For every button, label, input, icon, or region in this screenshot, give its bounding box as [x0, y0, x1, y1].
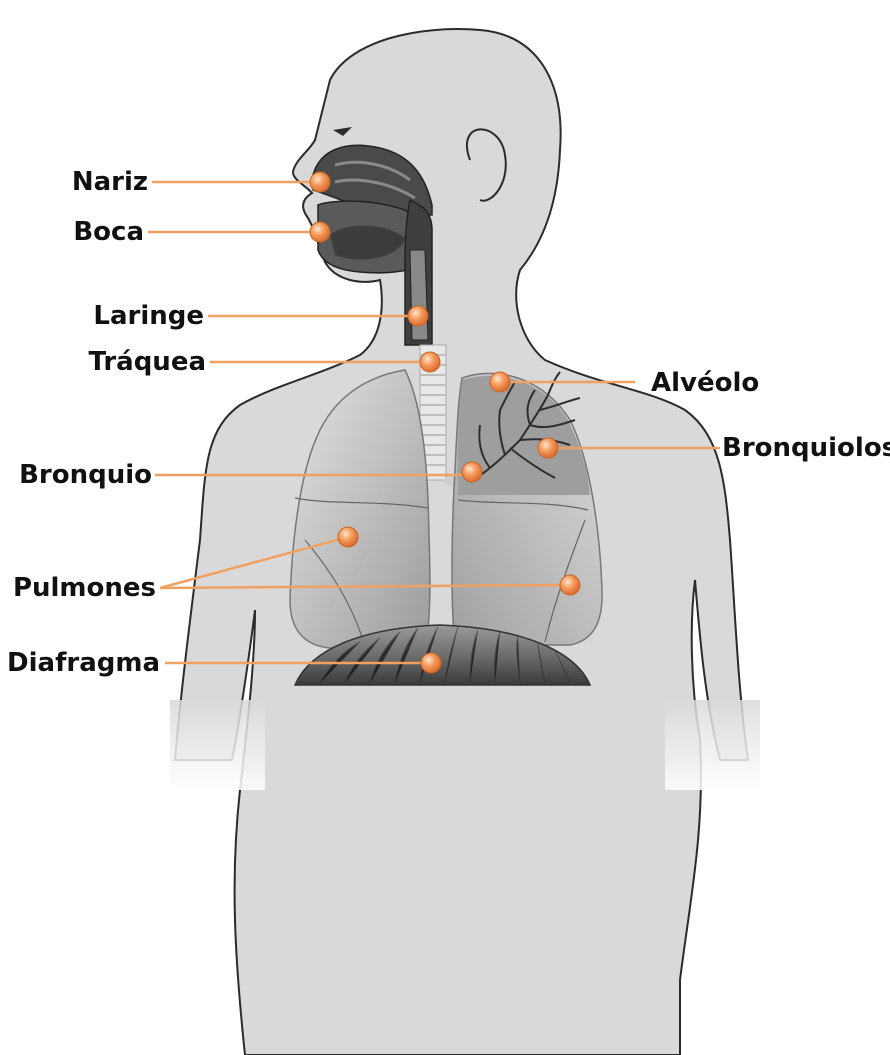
- marker-bronquio: [462, 462, 482, 482]
- marker-pulmon-der: [560, 575, 580, 595]
- label-traquea: Tráquea: [60, 347, 206, 377]
- label-laringe: Laringe: [60, 301, 204, 331]
- marker-boca: [310, 222, 330, 242]
- left-arm-fade: [170, 700, 265, 790]
- label-boca: Boca: [48, 217, 144, 247]
- right-arm-fade: [665, 700, 760, 790]
- marker-laringe: [408, 306, 428, 326]
- marker-traquea: [420, 352, 440, 372]
- label-bronquiolos: Bronquiolos: [722, 433, 890, 463]
- label-pulmones: Pulmones: [10, 573, 156, 603]
- marker-alveolo: [490, 372, 510, 392]
- label-diafragma: Diafragma: [6, 648, 160, 678]
- label-bronquio: Bronquio: [10, 460, 152, 490]
- label-nariz: Nariz: [48, 167, 148, 197]
- larynx: [410, 250, 428, 340]
- marker-diafragma: [421, 653, 441, 673]
- marker-bronquiolos: [538, 438, 558, 458]
- marker-pulmon-izq: [338, 527, 358, 547]
- label-alveolo: Alvéolo: [651, 368, 759, 398]
- marker-nariz: [310, 172, 330, 192]
